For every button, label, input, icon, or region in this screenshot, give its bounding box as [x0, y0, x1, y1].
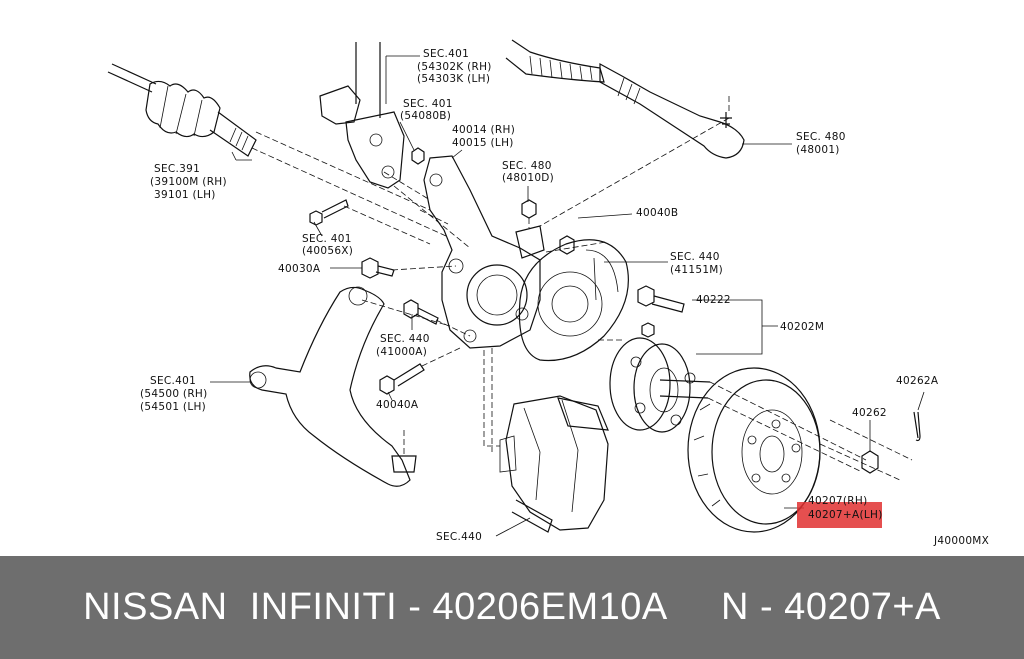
highlight-box	[797, 502, 882, 528]
label-40207-lh: 40207+A(LH)	[808, 509, 883, 521]
bolt-41000a	[403, 299, 439, 325]
dust-shield	[518, 239, 629, 362]
label-sec-401-top: SEC.401	[423, 48, 469, 60]
label-40202m: 40202M	[780, 321, 824, 333]
bolt-40056x	[309, 199, 349, 226]
nut-48010d	[521, 199, 537, 228]
label-39100m: (39100M (RH)	[150, 176, 227, 188]
bolt-40040a	[379, 363, 425, 395]
label-sec-480-a: SEC. 480	[502, 160, 552, 172]
label-40014: 40014 (RH)	[452, 124, 515, 136]
label-54302k: (54302K (RH)	[417, 61, 492, 73]
label-40262a: 40262A	[896, 375, 939, 387]
assembly-lines	[251, 117, 913, 481]
drive-shaft	[107, 63, 257, 157]
label-48010d: (48010D)	[502, 172, 554, 184]
drawing-code: J40000MX	[933, 535, 989, 547]
label-40262: 40262	[852, 407, 887, 419]
exploded-view-drawing: SEC.401 (54302K (RH) (54303K (LH) SEC. 4…	[107, 39, 989, 547]
label-40056x: (40056X)	[302, 245, 353, 257]
label-54500: (54500 (RH)	[140, 388, 208, 400]
brake-caliper	[499, 395, 609, 533]
lower-control-arm	[249, 286, 417, 487]
hub-bolts	[637, 285, 685, 338]
label-48001: (48001)	[796, 144, 840, 156]
brake-disc-rotor	[687, 367, 821, 533]
label-40207-rh: 40207(RH)	[808, 495, 868, 507]
label-54303k: (54303K (LH)	[417, 73, 490, 85]
parts-diagram: SEC.401 (54302K (RH) (54303K (LH) SEC. 4…	[107, 39, 989, 547]
leader-lines	[210, 55, 925, 537]
label-sec-440-c: SEC.440	[436, 531, 482, 543]
steering-knuckle	[423, 155, 545, 349]
label-40040a: 40040A	[376, 399, 419, 411]
label-54080b: (54080B)	[400, 110, 451, 122]
label-40040b: 40040B	[636, 207, 678, 219]
cotter-pin-40262a	[913, 411, 921, 442]
label-39101: 39101 (LH)	[154, 189, 216, 201]
label-41000a: (41000A)	[376, 346, 427, 358]
label-sec-480-b: SEC. 480	[796, 131, 846, 143]
label-sec-440-a: SEC. 440	[670, 251, 720, 263]
label-40222: 40222	[696, 294, 731, 306]
footer-text: NISSAN INFINITI - 40206EM10A N - 40207+A	[83, 586, 941, 628]
tie-rod	[505, 39, 745, 159]
label-40015: 40015 (LH)	[452, 137, 514, 149]
label-sec-401-d: SEC.401	[150, 375, 196, 387]
label-sec-391: SEC.391	[154, 163, 200, 175]
label-41151m: (41151M)	[670, 264, 723, 276]
label-40030a: 40030A	[278, 263, 321, 275]
strut-bracket	[319, 42, 425, 189]
nut-40040b	[559, 235, 575, 255]
label-54501: (54501 (LH)	[140, 401, 206, 413]
footer-banner: NISSAN INFINITI - 40206EM10A N - 40207+A	[0, 556, 1024, 659]
hub-bearing	[609, 337, 711, 433]
label-sec-401-b: SEC. 401	[403, 98, 453, 110]
label-sec-401-c: SEC. 401	[302, 233, 352, 245]
part-labels: SEC.401 (54302K (RH) (54303K (LH) SEC. 4…	[140, 48, 989, 547]
nut-40262	[861, 450, 879, 474]
bolt-40030a	[361, 257, 395, 279]
label-sec-440-b: SEC. 440	[380, 333, 430, 345]
